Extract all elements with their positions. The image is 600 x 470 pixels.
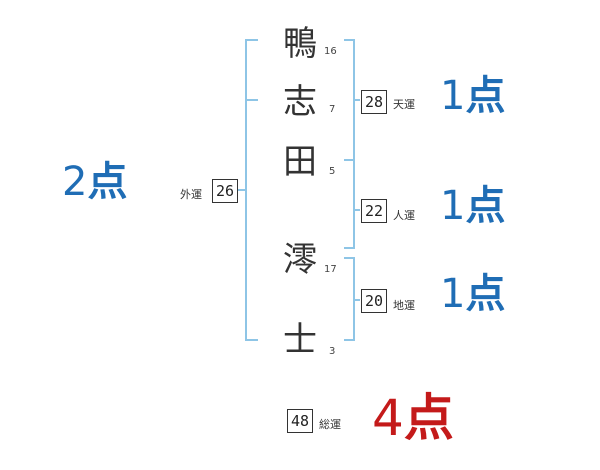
jinun-value-box: 22 — [361, 199, 387, 223]
chiun-score-unit: 点 — [465, 271, 506, 317]
name-char-4: 澪 — [283, 240, 317, 280]
jinun-bracket — [344, 159, 355, 249]
chiun-bracket — [344, 257, 355, 341]
tenun-score-unit: 点 — [465, 73, 506, 119]
tenun-score: 1点 — [440, 72, 505, 120]
name-char-1: 鴨 — [283, 24, 317, 64]
chiun-value-box: 20 — [361, 289, 387, 313]
stroke-count-3: 5 — [329, 166, 336, 177]
gaiun-score: 2点 — [62, 158, 127, 206]
gaiun-score-number: 2 — [62, 159, 88, 205]
tenun-score-number: 1 — [440, 73, 466, 119]
souun-score-number: 4 — [372, 389, 404, 447]
gaiun-score-unit: 点 — [87, 159, 128, 205]
souun-score: 4点 — [372, 388, 454, 448]
stroke-count-2: 7 — [329, 104, 336, 115]
chiun-score-number: 1 — [440, 271, 466, 317]
tenun-bracket — [344, 39, 355, 161]
stroke-count-4: 17 — [324, 264, 337, 275]
name-char-3: 田 — [283, 142, 317, 182]
souun-label: 総運 — [319, 418, 341, 431]
tenun-value-box: 28 — [361, 90, 387, 114]
name-char-5: 士 — [283, 320, 317, 360]
gaiun-value-box: 26 — [212, 179, 238, 203]
gaiun-bracket — [245, 39, 258, 341]
jinun-score: 1点 — [440, 182, 505, 230]
chiun-score: 1点 — [440, 270, 505, 318]
jinun-score-unit: 点 — [465, 183, 506, 229]
stroke-count-1: 16 — [324, 46, 337, 57]
jinun-score-number: 1 — [440, 183, 466, 229]
tenun-label: 天運 — [393, 98, 415, 111]
souun-value-box: 48 — [287, 409, 313, 433]
jinun-label: 人運 — [393, 209, 415, 222]
chiun-label: 地運 — [393, 299, 415, 312]
gaiun-label: 外運 — [180, 188, 202, 201]
souun-score-unit: 点 — [403, 389, 454, 447]
name-char-2: 志 — [283, 82, 317, 122]
stroke-count-5: 3 — [329, 346, 336, 357]
